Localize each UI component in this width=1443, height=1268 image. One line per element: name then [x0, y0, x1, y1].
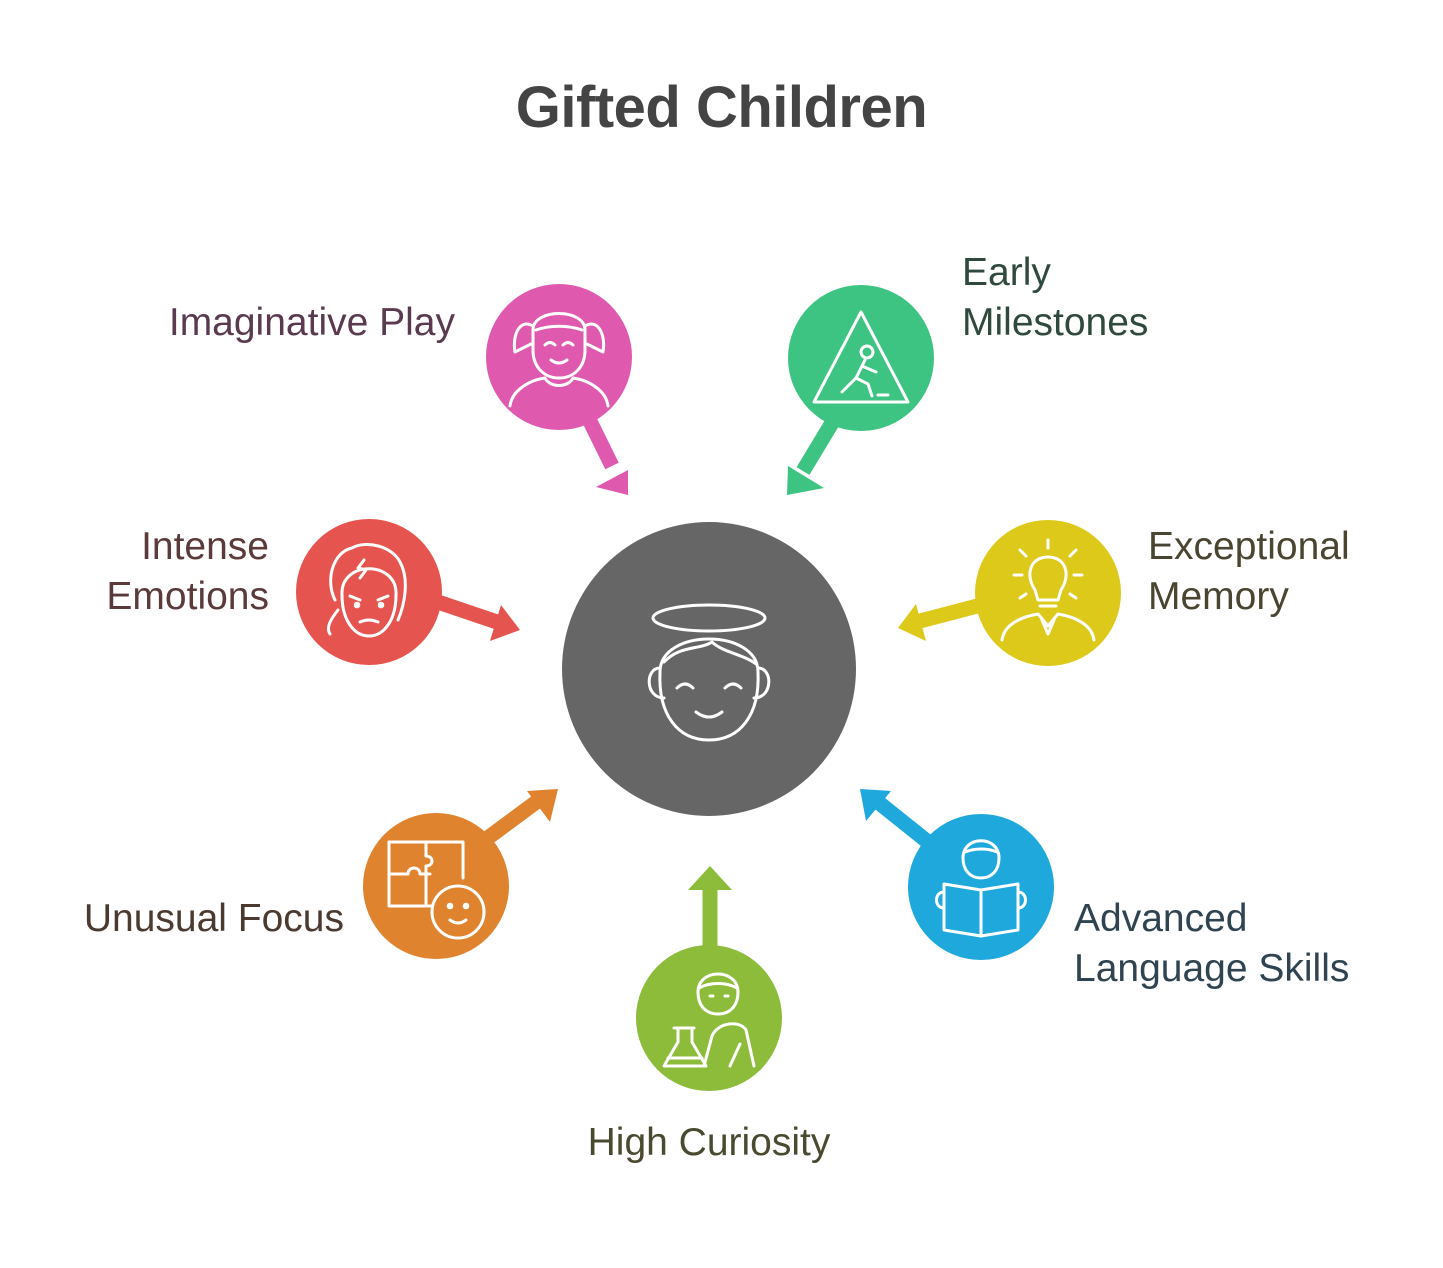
- arrow-intense-emotions: [432, 593, 520, 641]
- lightbulb-idea-icon: [1000, 538, 1096, 642]
- label-exceptional-memory: Exceptional Memory: [1148, 522, 1350, 622]
- label-line: High Curiosity: [587, 1121, 831, 1164]
- label-line: Intense: [141, 525, 269, 568]
- arrow-exceptional-memory: [898, 596, 987, 641]
- node-early-milestones: [788, 285, 934, 431]
- node-imaginative-play: [486, 284, 632, 430]
- label-line: Memory: [1148, 575, 1289, 618]
- node-circle: [788, 285, 934, 431]
- node-high-curiosity: [636, 945, 782, 1091]
- label-line: Unusual Focus: [83, 897, 344, 940]
- arrow-advanced-language-skills: [860, 789, 933, 848]
- label-advanced-language-skills: Advanced Language Skills: [1074, 894, 1349, 994]
- label-imaginative-play: Imaginative Play: [169, 298, 455, 348]
- node-circle: [636, 945, 782, 1091]
- scientist-flask-icon: [662, 972, 756, 1068]
- label-line: Language Skills: [1074, 947, 1350, 990]
- center-node: [562, 522, 856, 816]
- center-circle: [562, 522, 856, 816]
- diagram-title: Gifted Children: [515, 75, 928, 140]
- node-advanced-language-skills: [908, 814, 1054, 960]
- node-circle: [486, 284, 632, 430]
- arrow-high-curiosity: [688, 866, 732, 955]
- angel-child-icon: [647, 603, 771, 742]
- node-intense-emotions: [296, 519, 442, 665]
- angry-face-icon: [326, 543, 407, 638]
- arrow-early-milestones: [787, 414, 842, 495]
- warning-sign-person-icon: [812, 310, 910, 404]
- arrow-unusual-focus: [480, 789, 558, 847]
- reading-child-icon: [935, 839, 1027, 938]
- label-high-curiosity: High Curiosity: [509, 1118, 909, 1168]
- label-line: Imaginative Play: [168, 301, 455, 344]
- arrows: [432, 401, 987, 955]
- label-early-milestones: Early Milestones: [962, 248, 1148, 348]
- label-line: Exceptional: [1148, 525, 1350, 568]
- node-circle: [296, 519, 442, 665]
- label-line: Emotions: [106, 575, 269, 618]
- node-circle: [363, 813, 509, 959]
- puzzle-face-icon: [387, 840, 486, 940]
- label-line: Advanced: [1074, 897, 1248, 940]
- node-exceptional-memory: [975, 520, 1121, 666]
- label-unusual-focus: Unusual Focus: [84, 894, 344, 944]
- node-circle: [975, 520, 1121, 666]
- node-circle: [908, 814, 1054, 960]
- label-line: Early: [962, 251, 1051, 294]
- girl-icon: [508, 312, 610, 408]
- label-line: Milestones: [962, 301, 1149, 344]
- label-intense-emotions: Intense Emotions: [106, 522, 269, 622]
- node-unusual-focus: [363, 813, 509, 959]
